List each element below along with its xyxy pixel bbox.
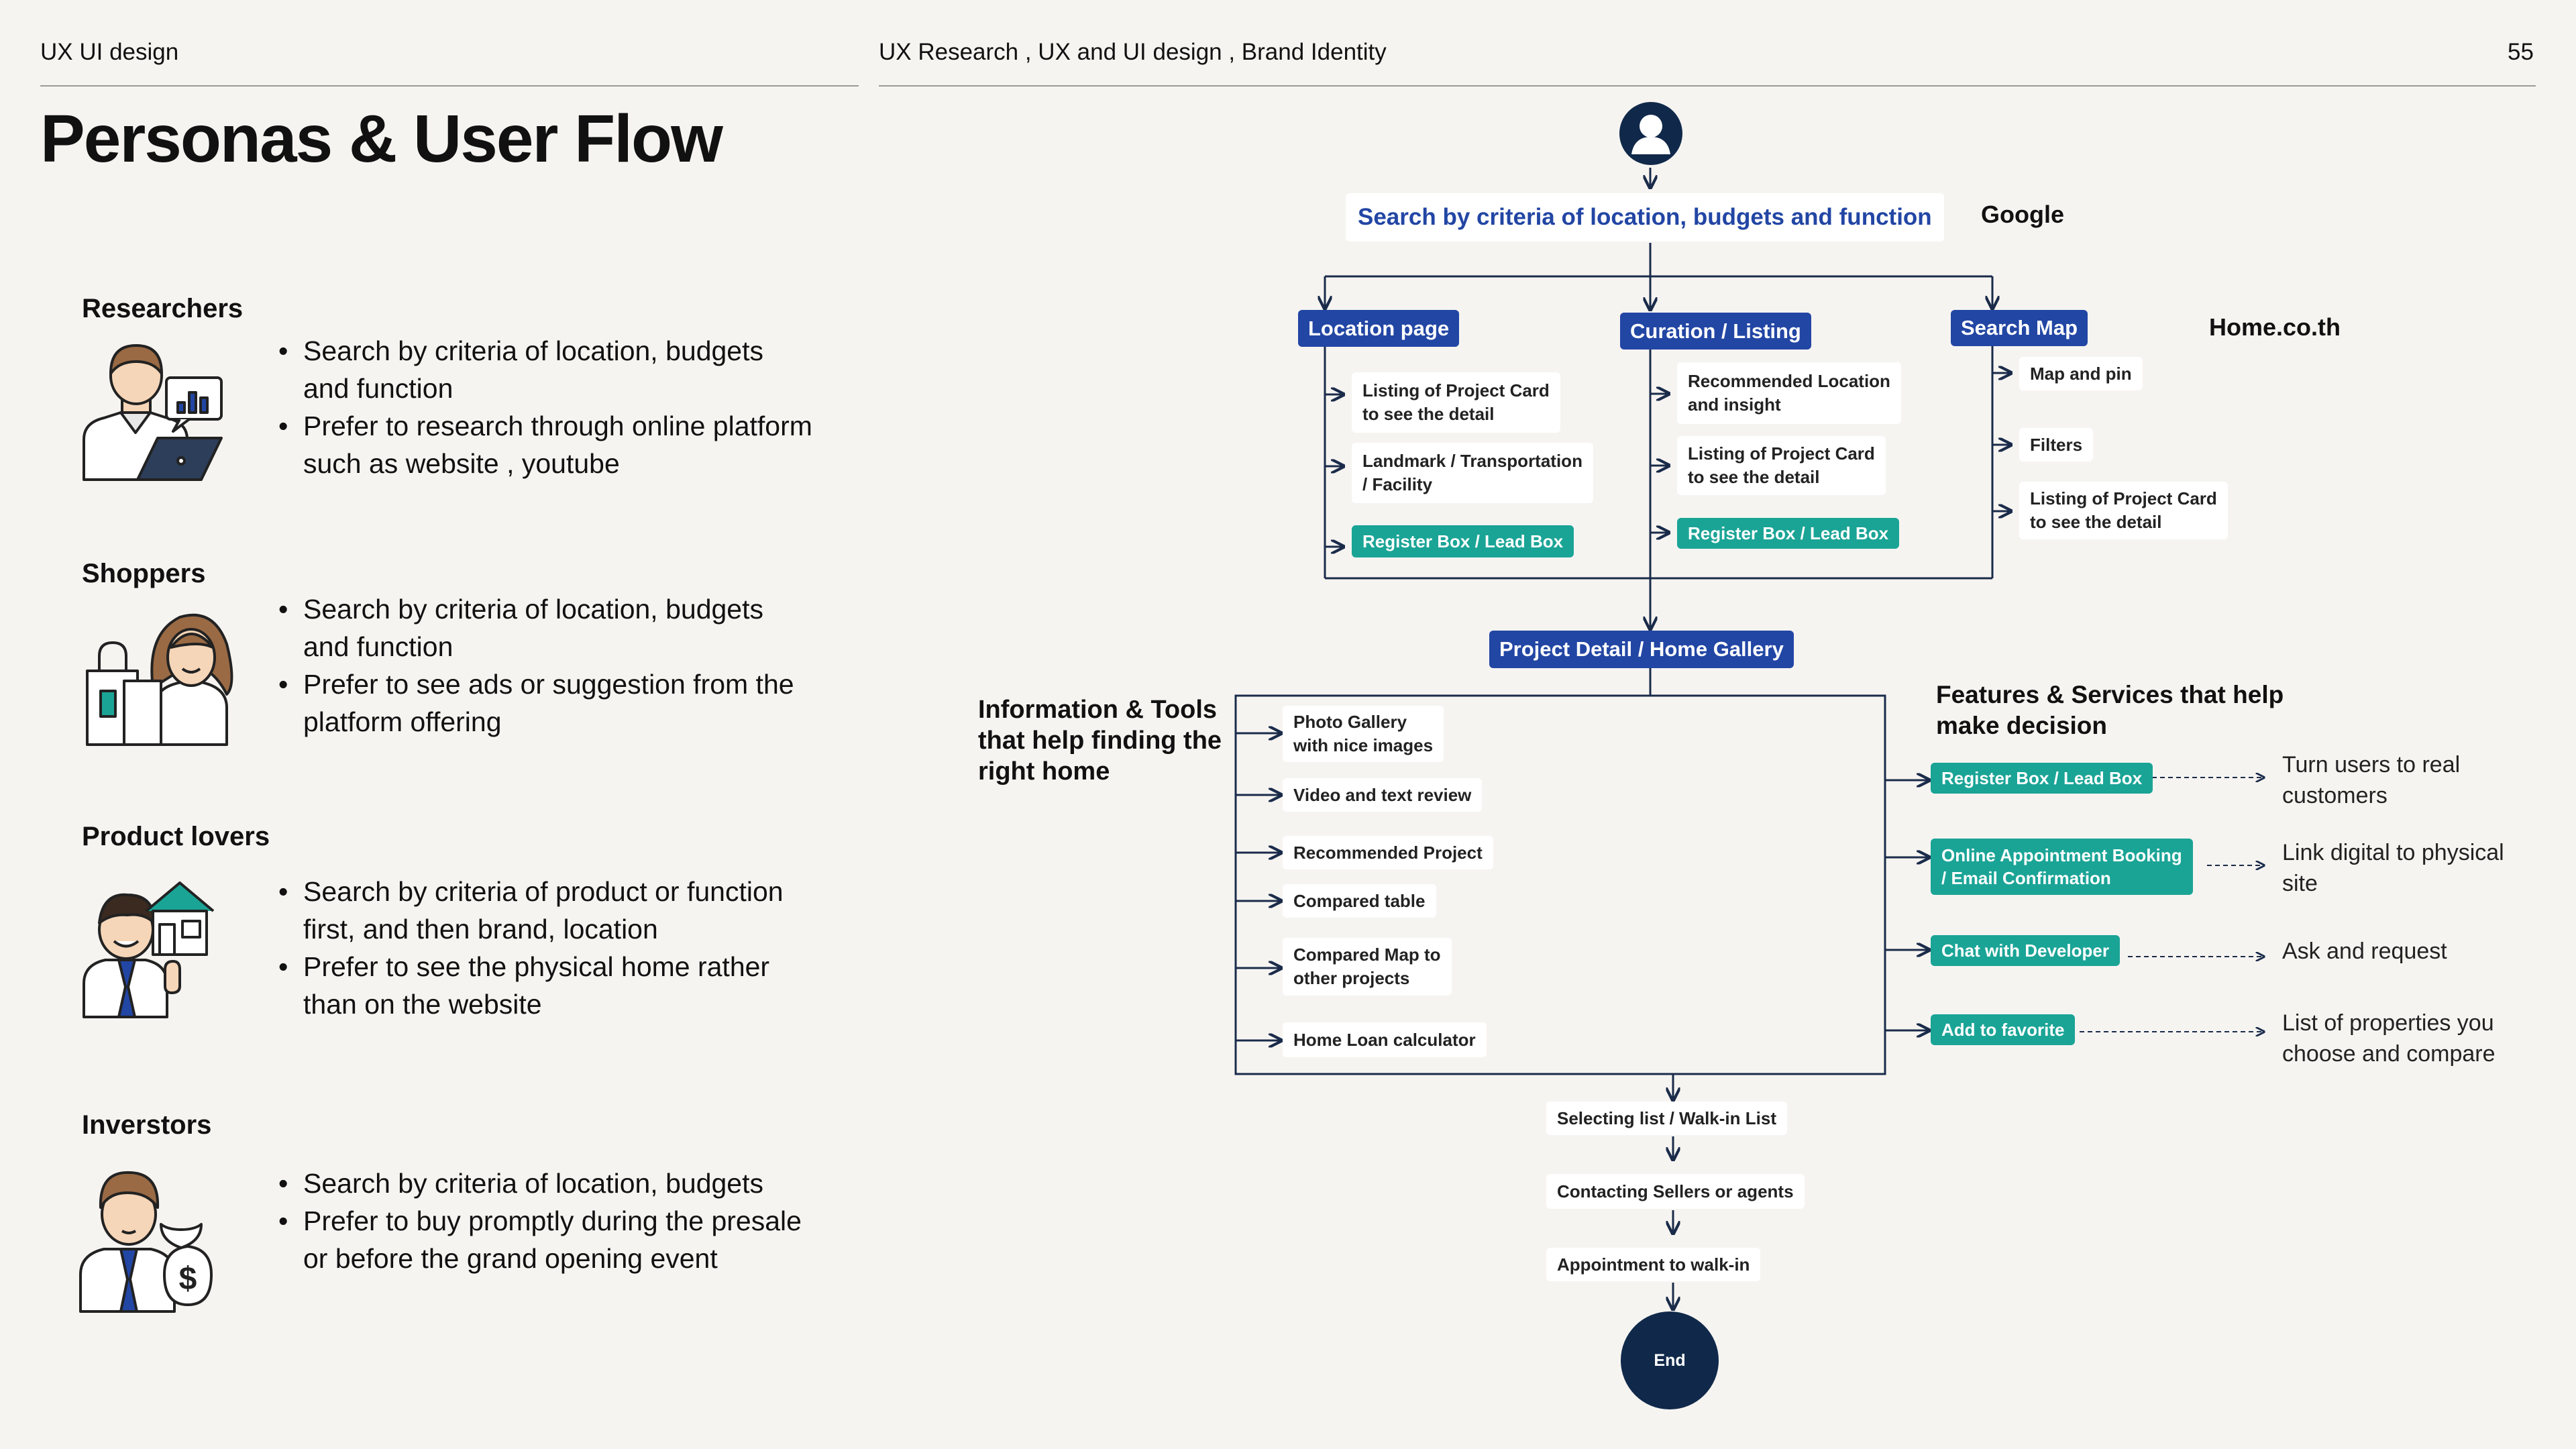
map-item-listing-card: Listing of Project Card to see the detai… [2019, 482, 2228, 539]
persona-researchers-bullets: Search by criteria of location, budgets … [276, 332, 813, 482]
shopper-bags-icon [86, 613, 233, 746]
info-item-home-loan-calculator: Home Loan calculator [1283, 1022, 1487, 1057]
map-item-filters: Filters [2019, 428, 2094, 462]
bullet-item: Prefer to buy promptly during the presal… [276, 1202, 813, 1277]
header-left: UX UI design [40, 39, 179, 65]
info-item-recommended-project: Recommended Project [1283, 836, 1493, 869]
location-item-listing-card: Listing of Project Card to see the detai… [1352, 372, 1560, 433]
page-number: 55 [2508, 39, 2534, 65]
info-item-photo-gallery: Photo Gallery with nice images [1283, 706, 1444, 762]
persona-title-shoppers: Shoppers [82, 559, 206, 588]
step-appointment-walk-in: Appointment to walk-in [1546, 1248, 1761, 1281]
persona-title-inverstors: Inverstors [82, 1110, 212, 1140]
search-criteria-node: Search by criteria of location, budgets … [1346, 193, 1944, 241]
step-selecting-list: Selecting list / Walk-in List [1546, 1102, 1787, 1135]
header-divider-right [879, 85, 2536, 87]
project-detail-node: Project Detail / Home Gallery [1489, 631, 1794, 668]
info-item-video-review: Video and text review [1283, 778, 1483, 812]
bullet-item: Search by criteria of location, budgets [276, 1165, 813, 1202]
feature-note-ask-request: Ask and request [2282, 938, 2447, 964]
feature-note-real-customers: Turn users to real customers [2282, 752, 2461, 808]
features-label: Features & Services that help make decis… [1936, 681, 2284, 739]
persona-title-researchers: Researchers [82, 294, 244, 323]
feature-add-to-favorite: Add to favorite [1931, 1014, 2076, 1045]
search-map-node: Search Map [1951, 310, 2088, 346]
curation-listing-node: Curation / Listing [1620, 313, 1811, 350]
persona-product-lovers-bullets: Search by criteria of product or functio… [276, 873, 813, 1023]
curation-item-recommended: Recommended Location and insight [1677, 362, 1901, 424]
feature-note-digital-physical: Link digital to physical site [2282, 840, 2504, 896]
info-item-compared-table: Compared table [1283, 884, 1436, 918]
curation-register-lead-box: Register Box / Lead Box [1677, 518, 1900, 549]
bullet-item: Search by criteria of location, budgets … [276, 590, 813, 665]
location-register-lead-box: Register Box / Lead Box [1352, 525, 1574, 557]
info-item-compared-map: Compared Map to other projects [1283, 938, 1452, 996]
persona-shoppers-bullets: Search by criteria of location, budgets … [276, 590, 813, 741]
feature-chat-with-developer: Chat with Developer [1931, 935, 2120, 966]
home-co-th-label: Home.co.th [2209, 313, 2341, 341]
bullet-item: Prefer to research through online platfo… [276, 407, 813, 482]
svg-text:$: $ [179, 1261, 197, 1297]
product-lover-house-icon [83, 881, 215, 1018]
location-item-landmark: Landmark / Transportation / Facility [1352, 443, 1593, 503]
curation-item-listing-card: Listing of Project Card to see the detai… [1677, 436, 1886, 495]
feature-online-appointment: Online Appointment Booking / Email Confi… [1931, 839, 2193, 895]
map-item-map-pin: Map and pin [2019, 357, 2143, 390]
header-divider-left [40, 85, 859, 87]
bullet-item: Search by criteria of location, budgets … [276, 332, 813, 407]
researcher-laptop-icon [83, 344, 223, 481]
page-title: Personas & User Flow [40, 101, 723, 176]
bullet-item: Prefer to see the physical home rather t… [276, 948, 813, 1023]
persona-title-product-lovers: Product lovers [82, 822, 270, 851]
info-tools-label: Information & Tools that help finding th… [978, 696, 1222, 786]
feature-register-lead-box: Register Box / Lead Box [1931, 763, 2153, 794]
feature-note-favorites: List of properties you choose and compar… [2282, 1010, 2496, 1067]
header-center: UX Research , UX and UI design , Brand I… [879, 39, 1387, 65]
bullet-item: Prefer to see ads or suggestion from the… [276, 665, 813, 741]
google-label: Google [1981, 201, 2064, 228]
end-node: End [1621, 1311, 1719, 1409]
bullet-item: Search by criteria of product or functio… [276, 873, 813, 948]
persona-inverstors-bullets: Search by criteria of location, budgets … [276, 1165, 813, 1277]
location-page-node: Location page [1298, 310, 1460, 347]
investor-money-bag-icon: $ [79, 1171, 213, 1313]
user-avatar-icon [1619, 102, 1682, 165]
step-contacting-sellers: Contacting Sellers or agents [1546, 1174, 1805, 1209]
